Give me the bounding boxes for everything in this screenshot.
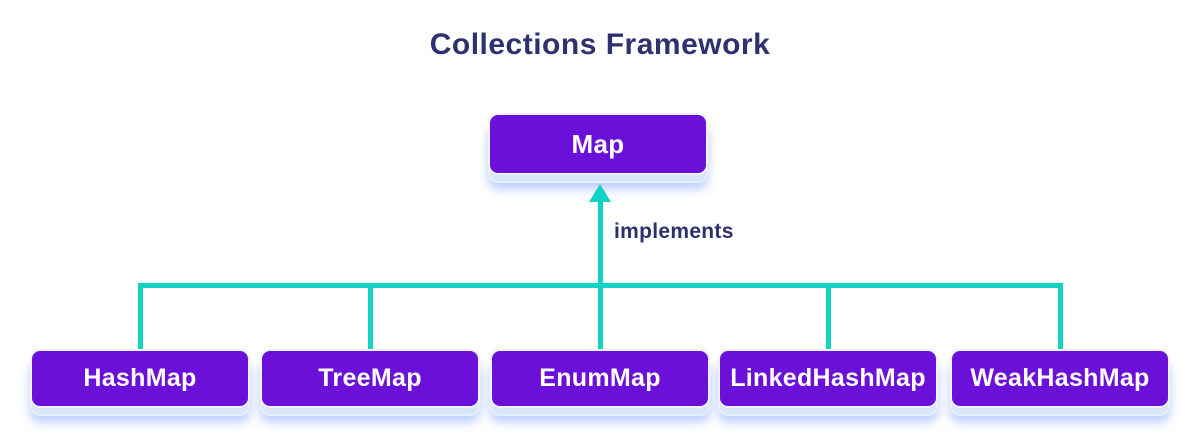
edge-label-implements: implements bbox=[614, 220, 734, 243]
node-linkedhashmap-label: LinkedHashMap bbox=[730, 364, 926, 392]
node-map: Map bbox=[488, 113, 708, 175]
node-treemap: TreeMap bbox=[260, 349, 480, 408]
node-hashmap: HashMap bbox=[30, 349, 250, 408]
page-title: Collections Framework bbox=[429, 28, 771, 61]
connector-weakhashmap-vertical bbox=[1058, 283, 1063, 350]
connector-treemap-vertical bbox=[368, 283, 373, 350]
connector-horizontal bbox=[138, 283, 1063, 288]
arrow-up-icon bbox=[589, 184, 611, 202]
node-weakhashmap: WeakHashMap bbox=[950, 349, 1170, 408]
node-hashmap-label: HashMap bbox=[83, 364, 197, 392]
node-linkedhashmap: LinkedHashMap bbox=[718, 349, 938, 408]
node-enummap: EnumMap bbox=[490, 349, 710, 408]
node-weakhashmap-label: WeakHashMap bbox=[970, 364, 1150, 392]
connector-hashmap-vertical bbox=[138, 283, 143, 350]
node-enummap-label: EnumMap bbox=[539, 364, 661, 392]
node-map-label: Map bbox=[571, 128, 625, 159]
node-treemap-label: TreeMap bbox=[318, 364, 422, 392]
connector-center-vertical bbox=[598, 198, 603, 350]
connector-linkedhashmap-vertical bbox=[826, 283, 831, 350]
